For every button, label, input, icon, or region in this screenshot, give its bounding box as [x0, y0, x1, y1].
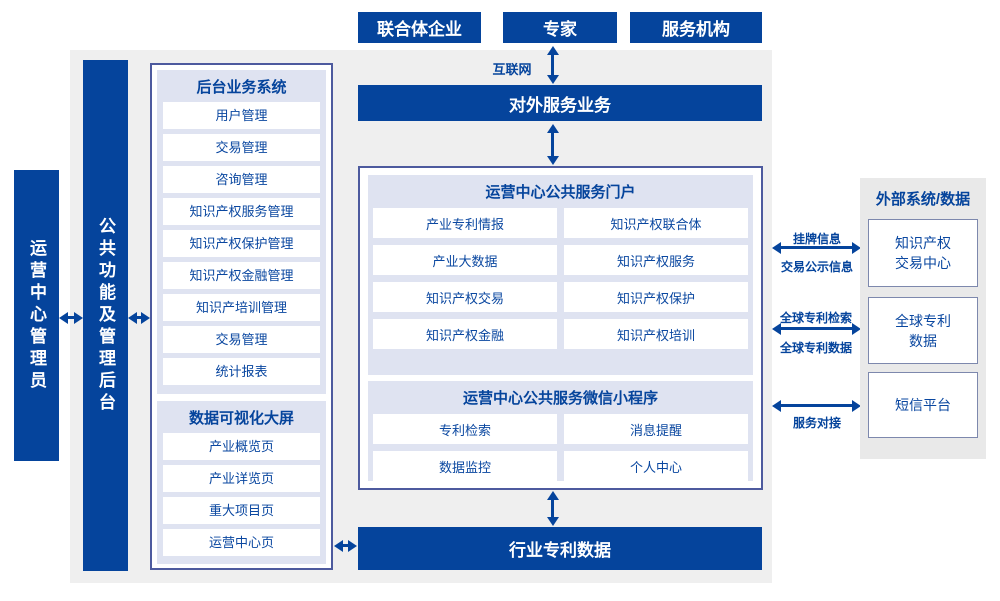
- miniprogram-panel: 运营中心公共服务微信小程序 专利检索 消息提醒 数据监控 个人中心: [368, 381, 753, 481]
- backend-item: 交易管理: [163, 326, 320, 353]
- portal-item: 知识产权服务: [564, 245, 748, 275]
- external-box-line: 短信平台: [895, 397, 951, 413]
- global-patent-arrow: [781, 327, 852, 330]
- backend-item: 知识产权金融管理: [163, 262, 320, 289]
- portal-item: 知识产权保护: [564, 282, 748, 312]
- backend-box-arrow: [137, 316, 141, 319]
- external-box-line: 全球专利: [895, 312, 951, 329]
- backend-item: 知识产权保护管理: [163, 230, 320, 257]
- external-box-line: 交易中心: [895, 255, 951, 271]
- portal-item: 产业大数据: [373, 245, 557, 275]
- dashboard-item: 产业详览页: [163, 465, 320, 492]
- backend-functions-bar: 公共功能及管理后台: [83, 60, 128, 571]
- operator-backend-arrow: [68, 316, 74, 319]
- trade-center-arrow: [781, 246, 852, 249]
- external-service-label: 对外服务业务: [509, 95, 611, 115]
- actor-expert: 专家: [503, 12, 617, 43]
- global-patent-data-label: 全球专利数据: [779, 341, 852, 355]
- portal-item: 知识产权培训: [564, 319, 748, 349]
- actor-service-agency: 服务机构: [630, 12, 762, 43]
- trade-publicity-label: 交易公示信息: [780, 260, 853, 274]
- external-service-bar: 对外服务业务: [358, 85, 762, 121]
- miniprogram-item: 个人中心: [564, 451, 748, 481]
- backend-item: 知识产权服务管理: [163, 198, 320, 225]
- external-box-global-patent: 全球专利 数据: [868, 297, 978, 364]
- portal-industry-arrow: [551, 500, 554, 517]
- external-box-sms-platform: 短信平台: [868, 372, 978, 438]
- service-to-portal-arrow: [551, 133, 554, 156]
- actor-label: 服务机构: [662, 20, 730, 39]
- backend-item: 用户管理: [163, 102, 320, 129]
- backend-item: 交易管理: [163, 134, 320, 161]
- listing-info-label: 挂牌信息: [792, 232, 841, 246]
- dashboard-item: 运营中心页: [163, 529, 320, 556]
- backend-functions-label: 公共功能及管理后台: [96, 216, 115, 415]
- operator-label: 运营中心管理员: [27, 238, 46, 393]
- backend-system-box: 后台业务系统 用户管理 交易管理 咨询管理 知识产权服务管理 知识产权保护管理 …: [150, 63, 333, 570]
- portal-title: 运营中心公共服务门户: [485, 184, 636, 201]
- dashboard-industry-arrow: [343, 544, 348, 547]
- external-box-line: 知识产权: [895, 235, 951, 251]
- industry-data-bar: 行业专利数据: [358, 527, 762, 570]
- portal-box: 运营中心公共服务门户 产业专利情报 知识产权联合体 产业大数据 知识产权服务 知…: [358, 166, 763, 490]
- internet-arrow: [551, 55, 554, 75]
- miniprogram-item: 消息提醒: [564, 414, 748, 444]
- backend-system-title: 后台业务系统: [196, 79, 287, 96]
- miniprogram-title: 运营中心公共服务微信小程序: [462, 390, 658, 407]
- backend-item: 知识产培训管理: [163, 294, 320, 321]
- external-box-line: 数据: [909, 332, 937, 349]
- sms-arrow: [781, 404, 852, 407]
- actor-consortium-enterprise: 联合体企业: [358, 12, 481, 43]
- miniprogram-item: 数据监控: [373, 451, 557, 481]
- service-connect-label: 服务对接: [792, 416, 841, 430]
- miniprogram-grid: 专利检索 消息提醒 数据监控 个人中心: [368, 408, 753, 481]
- external-systems-panel: 外部系统/数据 知识产权 交易中心 全球专利 数据 短信平台: [860, 178, 986, 459]
- external-box-trade-center: 知识产权 交易中心: [868, 219, 978, 287]
- portal-item: 知识产权交易: [373, 282, 557, 312]
- dashboard-title: 数据可视化大屏: [188, 410, 294, 427]
- actor-label: 联合体企业: [377, 20, 462, 39]
- internet-label: 互联网: [492, 62, 532, 77]
- portal-item: 知识产权联合体: [564, 208, 748, 238]
- external-systems-title: 外部系统/数据: [860, 188, 986, 209]
- dashboard-item: 重大项目页: [163, 497, 320, 524]
- backend-item: 统计报表: [163, 358, 320, 385]
- dashboard-item: 产业概览页: [163, 433, 320, 460]
- dashboard-panel: 数据可视化大屏 产业概览页 产业详览页 重大项目页 运营中心页: [157, 401, 326, 564]
- global-patent-search-label: 全球专利检索: [779, 311, 852, 325]
- portal-grid: 产业专利情报 知识产权联合体 产业大数据 知识产权服务 知识产权交易 知识产权保…: [368, 202, 753, 349]
- external-systems-title-text: 外部系统/数据: [875, 191, 971, 208]
- backend-item: 咨询管理: [163, 166, 320, 193]
- industry-data-label: 行业专利数据: [509, 541, 611, 560]
- actor-label: 专家: [543, 20, 577, 39]
- portal-item: 知识产权金融: [373, 319, 557, 349]
- portal-item: 产业专利情报: [373, 208, 557, 238]
- operator-box: 运营中心管理员: [14, 170, 59, 461]
- backend-system-panel: 后台业务系统 用户管理 交易管理 咨询管理 知识产权服务管理 知识产权保护管理 …: [157, 70, 326, 394]
- miniprogram-item: 专利检索: [373, 414, 557, 444]
- portal-panel: 运营中心公共服务门户 产业专利情报 知识产权联合体 产业大数据 知识产权服务 知…: [368, 175, 753, 375]
